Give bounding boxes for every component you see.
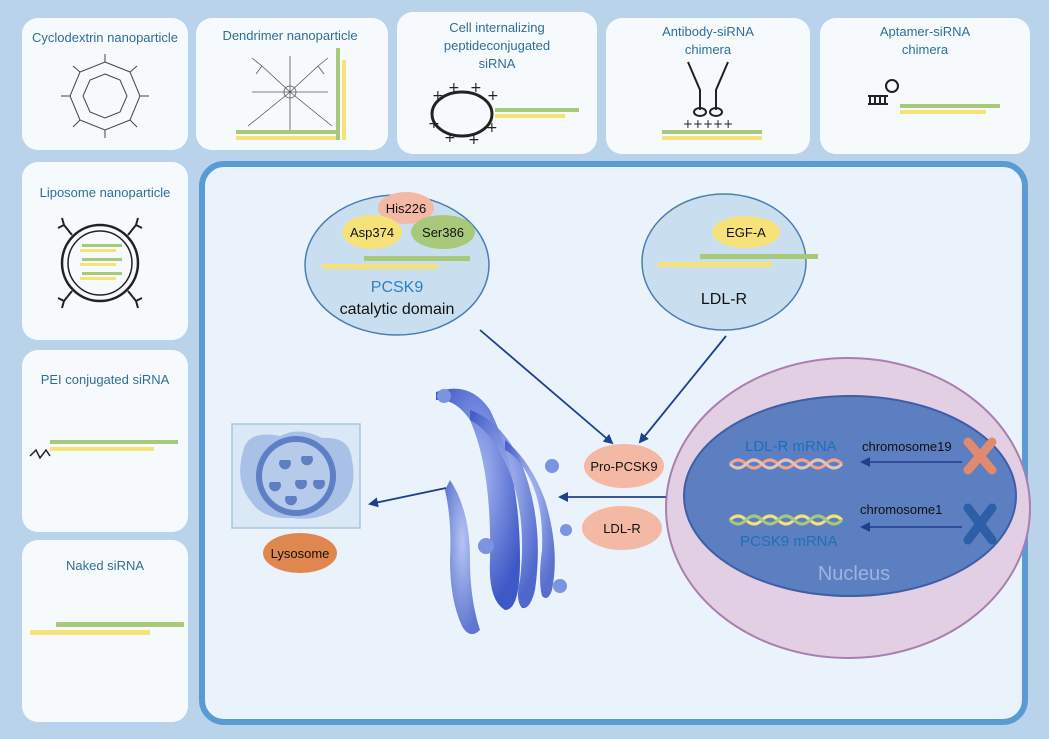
card-cyclodextrin: Cyclodextrin nanoparticle [22, 18, 188, 150]
pei-sirna-strand [50, 440, 178, 444]
dendrimer-icon [247, 56, 333, 130]
ldlr-mrna-helix [728, 458, 844, 470]
asp374-residue [342, 215, 402, 249]
pcsk9-catalytic-domain: His226 Asp374 Ser386 PCSK9 catalytic dom… [304, 192, 490, 336]
antibody-sirna-strand [662, 130, 762, 134]
card-cpp-label-2: peptideconjugated [444, 38, 550, 53]
ldlr-sirna-strand [700, 254, 818, 259]
card-liposome: Liposome nanoparticle [22, 162, 188, 340]
antibody-icon [687, 61, 729, 117]
svg-text:+: + [432, 88, 444, 104]
golgi-apparatus-icon [436, 388, 572, 635]
golgi-to-lysosome-arrow [368, 487, 447, 508]
card-cyclodextrin-label: Cyclodextrin nanoparticle [32, 30, 178, 45]
card-aptamer: Aptamer-siRNA chimera [820, 18, 1030, 154]
card-dendrimer-label: Dendrimer nanoparticle [222, 28, 357, 43]
card-liposome-label: Liposome nanoparticle [40, 185, 171, 200]
card-cpp: Cell internalizing peptideconjugated siR… [397, 12, 597, 154]
pro-pcsk9-label: Pro-PCSK9 [590, 459, 657, 474]
card-antibody: Antibody-siRNA chimera +++++ [606, 18, 810, 154]
cpp-sirna-strand [495, 108, 579, 112]
pei-polymer-icon [29, 448, 51, 460]
ldlr-egf-domain: EGF-A LDL-R [641, 193, 818, 331]
aptamer-sirna-strand [900, 104, 1000, 108]
chromosome19-icon [963, 437, 997, 475]
liposome-sirna-cargo [80, 244, 122, 280]
egf-a-label: EGF-A [726, 225, 766, 240]
liposome-icon [60, 223, 140, 303]
chr19-label: chromosome19 [862, 439, 952, 454]
pcsk9-to-propcsk9-arrow [479, 329, 614, 445]
svg-text:+: + [448, 80, 460, 96]
card-cpp-label-3: siRNA [479, 56, 516, 71]
lysosome-label: Lysosome [271, 546, 330, 561]
dendrimer-sirna-strands [236, 48, 346, 140]
ldlr-mrna-label: LDL-R mRNA [745, 438, 837, 455]
cpp-peptide-ring-icon [430, 90, 494, 138]
ser386-residue [411, 215, 475, 249]
card-aptamer-label-2: chimera [902, 42, 949, 57]
pcsk9-sub-label: catalytic domain [340, 301, 455, 318]
svg-text:+: + [470, 80, 482, 96]
pcsk9-sirna-strand [364, 256, 470, 261]
nucleus: Nucleus LDL-R mRNA PCSK9 mRNA chromosome… [665, 357, 1031, 659]
card-antibody-label-1: Antibody-siRNA [662, 24, 754, 39]
ldlr-protein-label: LDL-R [603, 521, 641, 536]
chr1-label: chromosome1 [860, 502, 942, 517]
card-pei-label: PEI conjugated siRNA [41, 372, 170, 387]
pcsk9-mrna-label: PCSK9 mRNA [740, 533, 838, 550]
his226-residue [378, 192, 434, 224]
lysosome-badge [263, 533, 337, 573]
card-aptamer-label-1: Aptamer-siRNA [880, 24, 971, 39]
ldlr-protein [582, 506, 662, 550]
svg-text:+: + [428, 116, 440, 132]
card-cpp-label-1: Cell internalizing [449, 20, 544, 35]
chromosome1-icon [963, 503, 997, 545]
card-pei: PEI conjugated siRNA [22, 350, 188, 532]
ldlr-to-propcsk9-arrow [638, 335, 727, 444]
liposome-ligand-icons [57, 217, 143, 309]
naked-sirna-strand [56, 622, 184, 627]
cpp-plus-charges-icon: +++ +++ ++ [428, 80, 499, 148]
pcsk9-name-label: PCSK9 [371, 279, 424, 296]
svg-text:+: + [487, 88, 499, 104]
egf-a-domain [712, 216, 780, 248]
asp374-label: Asp374 [350, 225, 394, 240]
antibody-charges-icon: +++++ [683, 117, 733, 131]
cyclodextrin-ring-icon [61, 54, 149, 138]
card-naked: Naked siRNA [22, 540, 188, 722]
his226-label: His226 [386, 201, 426, 216]
aptamer-hairpin-icon [868, 79, 899, 105]
card-antibody-label-2: chimera [685, 42, 732, 57]
svg-text:+: + [468, 132, 480, 148]
svg-text:+: + [444, 130, 456, 146]
pcsk9-mrna-helix [728, 514, 844, 526]
ser386-label: Ser386 [422, 225, 464, 240]
svg-text:+: + [486, 120, 498, 136]
pro-pcsk9-protein [584, 444, 664, 488]
card-dendrimer: Dendrimer nanoparticle [196, 18, 388, 150]
ldlr-name-label: LDL-R [701, 291, 747, 308]
nucleus-label: Nucleus [818, 563, 890, 585]
card-naked-label: Naked siRNA [66, 558, 144, 573]
lysosome-icon [231, 423, 361, 529]
